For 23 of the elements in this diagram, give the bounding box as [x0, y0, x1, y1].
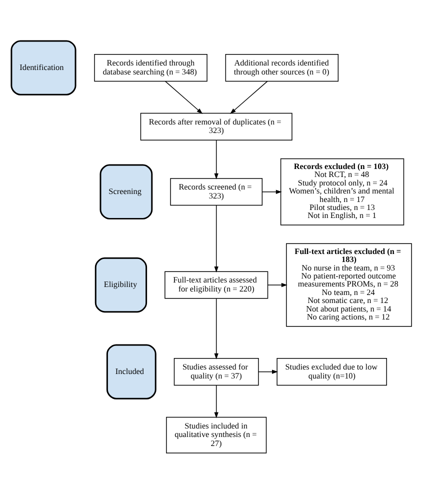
node-box: Screening: [100, 164, 153, 219]
arrow: [258, 369, 278, 374]
node-box: Identification: [10, 40, 76, 95]
arrow: [214, 139, 218, 179]
arrow: [268, 282, 288, 287]
node-box: Studies assessed for quality (n = 37): [174, 358, 259, 386]
node-box: Eligibility: [94, 256, 148, 312]
arrow: [164, 80, 203, 114]
node-box: Records after removal of duplicates (n = 323): [140, 112, 292, 140]
arrow: [214, 204, 218, 272]
node-box: Studies excluded due to low quality (n=10): [276, 358, 387, 386]
arrow: [214, 384, 218, 418]
node-box: Records screened (n = 323): [170, 178, 263, 206]
node-box: Full-text articles excluded (n = 183) No nurse in the team, n = 93 No patient-reported outcome measurements PROMs, n = 28 No team, n = 24 Not somatic care, n = 12 Not about patients, n = 14 No caring actions, n = 12: [286, 242, 412, 326]
node-box: Records identified through database searching (n = 348): [94, 54, 208, 82]
node-box: Studies included in qualitative synthesis (n = 27): [166, 416, 267, 453]
arrow: [230, 80, 268, 114]
arrow: [262, 189, 282, 194]
node-box: Additional records identified through other sources (n = 0): [225, 54, 339, 82]
node-box: Included: [106, 344, 156, 399]
arrow: [214, 298, 218, 359]
node-box: Full-text articles assessed for eligibility (n = 220): [164, 270, 268, 298]
node-box: Records excluded (n = 103) Not RCT, n = 48 Study protocol only, n = 24 Women’s, children’s and mental health, n = 17 Pilot studies, n = 13 Not in English, n = 1: [280, 158, 404, 225]
